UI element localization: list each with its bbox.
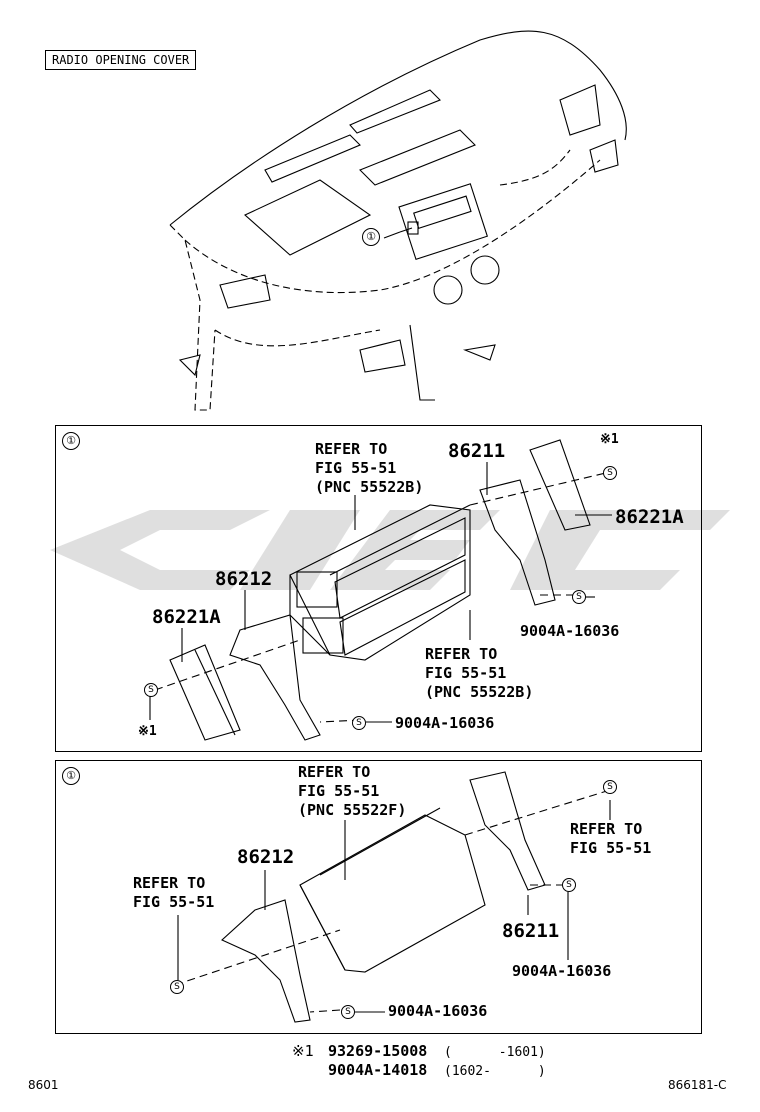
panel-1-part-86221a-left: 86221A	[152, 606, 221, 628]
panel-2-part-86211: 86211	[502, 920, 560, 942]
panel-1-callout: ①	[62, 432, 80, 450]
dashboard-overview-drawing	[169, 30, 627, 411]
panel-1-refer-top: REFER TO FIG 55-51 (PNC 55522B)	[315, 440, 424, 496]
panel-2	[55, 760, 702, 1034]
panel-1	[55, 425, 702, 752]
panel-2-refer-right: REFER TO FIG 55-51	[570, 820, 652, 857]
panel-2-refer-top: REFER TO FIG 55-51 (PNC 55522F)	[298, 763, 407, 819]
panel-1-s-mark-top: S	[603, 466, 617, 480]
footnote-line1-part: 93269-15008	[328, 1042, 428, 1060]
panel-2-drawing	[174, 771, 611, 1023]
panel-2-screw-right: 9004A-16036	[512, 962, 612, 980]
panel-2-refer-left: REFER TO FIG 55-51	[133, 874, 215, 911]
panel-1-note-mark-top: ※1	[600, 432, 619, 447]
panel-1-screw-bottom: 9004A-16036	[395, 714, 495, 732]
panel-1-screw-right: 9004A-16036	[520, 622, 620, 640]
panel-1-note-mark-left: ※1	[138, 724, 157, 739]
panel-2-s-mark-right: S	[562, 878, 576, 892]
panel-2-part-86212: 86212	[237, 846, 295, 868]
title-label: RADIO OPENING COVER	[45, 50, 197, 70]
footnote-mark: ※1	[292, 1042, 314, 1060]
footnote-line2-range: (1602- )	[444, 1064, 546, 1079]
panel-1-part-86212: 86212	[215, 568, 273, 590]
panel-1-s-mark-right: S	[572, 590, 586, 604]
panel-1-s-mark-left: S	[144, 683, 158, 697]
watermark-logo	[50, 510, 730, 590]
panel-1-part-86221a-right: 86221A	[615, 506, 684, 528]
panel-2-callout: ①	[62, 767, 80, 785]
panel-1-refer-bottom: REFER TO FIG 55-51 (PNC 55522B)	[425, 645, 534, 701]
panel-2-s-mark-left: S	[170, 980, 184, 994]
panel-1-s-mark-bottom: S	[352, 716, 366, 730]
overview-callout-1: ①	[362, 228, 380, 246]
footnote-line2-part: 9004A-14018	[328, 1061, 428, 1079]
panel-1-part-86211: 86211	[448, 440, 506, 462]
panel-2-s-mark-top: S	[603, 780, 617, 794]
panel-2-screw-bottom: 9004A-16036	[388, 1002, 488, 1020]
footer-left-code: 8601	[28, 1078, 59, 1092]
panel-1-drawing	[149, 439, 612, 741]
panel-2-s-mark-bottom: S	[341, 1005, 355, 1019]
footer-right-code: 866181-C	[668, 1078, 727, 1092]
footnote-line1-range: ( -1601)	[444, 1045, 546, 1060]
